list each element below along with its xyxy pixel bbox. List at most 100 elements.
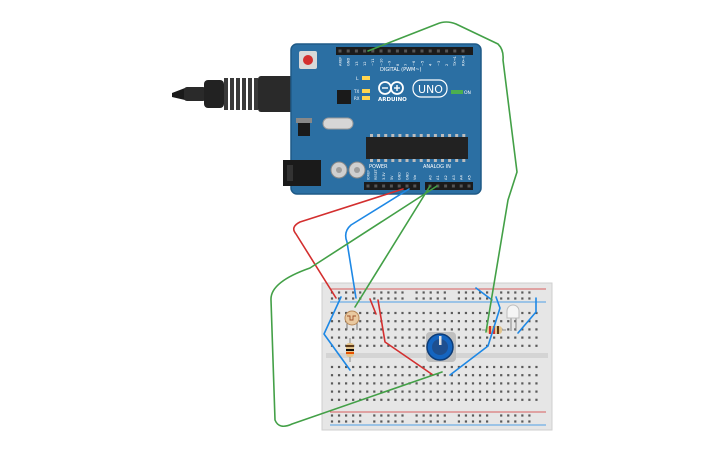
digital-pin-hole[interactable] [371, 49, 375, 53]
breadboard-hole[interactable] [443, 374, 446, 377]
breadboard-hole[interactable] [514, 365, 517, 369]
breadboard-hole[interactable] [528, 328, 531, 331]
breadboard-hole[interactable] [373, 291, 376, 294]
breadboard-hole[interactable] [450, 390, 453, 393]
breadboard-hole[interactable] [450, 398, 453, 401]
breadboard-hole[interactable] [366, 320, 369, 323]
breadboard-hole[interactable] [373, 374, 376, 377]
breadboard-hole[interactable] [401, 398, 404, 401]
breadboard-hole[interactable] [514, 390, 517, 393]
breadboard-hole[interactable] [387, 311, 390, 315]
breadboard-hole[interactable] [500, 382, 503, 385]
breadboard-hole[interactable] [415, 382, 418, 385]
power-pin-hole[interactable] [389, 184, 393, 188]
breadboard-hole[interactable] [521, 297, 524, 300]
breadboard-hole[interactable] [528, 374, 531, 377]
breadboard-hole[interactable] [486, 382, 489, 385]
breadboard-hole[interactable] [380, 365, 383, 369]
breadboard-hole[interactable] [443, 390, 446, 393]
breadboard-hole[interactable] [443, 297, 446, 300]
breadboard-hole[interactable] [401, 328, 404, 331]
breadboard-hole[interactable] [373, 336, 376, 339]
breadboard-hole[interactable] [373, 420, 376, 423]
breadboard-hole[interactable] [387, 297, 390, 300]
breadboard-hole[interactable] [457, 336, 460, 339]
breadboard-hole[interactable] [408, 390, 411, 393]
breadboard-hole[interactable] [493, 365, 496, 369]
breadboard-hole[interactable] [359, 320, 362, 323]
breadboard-hole[interactable] [401, 374, 404, 377]
breadboard-hole[interactable] [514, 398, 517, 401]
breadboard-hole[interactable] [486, 297, 489, 300]
breadboard-hole[interactable] [486, 420, 489, 423]
breadboard-hole[interactable] [521, 291, 524, 294]
breadboard-hole[interactable] [443, 420, 446, 423]
breadboard-hole[interactable] [443, 382, 446, 385]
breadboard-hole[interactable] [464, 328, 468, 331]
breadboard-hole[interactable] [387, 344, 390, 347]
breadboard-hole[interactable] [352, 420, 355, 423]
wire-a1-to-pot[interactable] [270, 185, 443, 428]
breadboard-hole[interactable] [493, 374, 496, 377]
digital-pin-hole[interactable] [363, 49, 367, 53]
breadboard-hole[interactable] [507, 328, 510, 331]
breadboard-hole[interactable] [401, 291, 404, 294]
breadboard-hole[interactable] [387, 398, 390, 401]
breadboard-hole[interactable] [366, 328, 369, 331]
breadboard-hole[interactable] [478, 336, 482, 339]
breadboard-hole[interactable] [394, 414, 397, 417]
breadboard-hole[interactable] [464, 320, 468, 323]
breadboard-hole[interactable] [330, 398, 334, 401]
digital-pin-hole[interactable] [338, 49, 342, 53]
digital-pin-hole[interactable] [453, 49, 457, 53]
breadboard-hole[interactable] [366, 390, 369, 393]
breadboard-hole[interactable] [486, 374, 489, 377]
breadboard-hole[interactable] [415, 344, 418, 347]
breadboard-hole[interactable] [352, 291, 355, 294]
breadboard-hole[interactable] [486, 398, 489, 401]
breadboard-hole[interactable] [359, 365, 362, 369]
breadboard-hole[interactable] [471, 420, 475, 423]
breadboard-hole[interactable] [401, 382, 404, 385]
breadboard-hole[interactable] [429, 365, 432, 369]
breadboard-hole[interactable] [408, 374, 411, 377]
breadboard-hole[interactable] [401, 336, 404, 339]
analog-pin-hole[interactable] [467, 184, 471, 188]
breadboard-hole[interactable] [330, 297, 334, 300]
breadboard-hole[interactable] [521, 365, 524, 369]
breadboard-hole[interactable] [359, 291, 362, 294]
breadboard-hole[interactable] [478, 365, 482, 369]
breadboard-hole[interactable] [337, 365, 341, 369]
breadboard-hole[interactable] [535, 374, 538, 377]
breadboard-hole[interactable] [373, 320, 376, 323]
digital-pin-hole[interactable] [445, 49, 449, 53]
breadboard-hole[interactable] [471, 320, 475, 323]
breadboard-hole[interactable] [493, 382, 496, 385]
breadboard-hole[interactable] [408, 328, 411, 331]
breadboard-hole[interactable] [401, 420, 404, 423]
breadboard-hole[interactable] [464, 398, 468, 401]
breadboard-hole[interactable] [408, 365, 411, 369]
wire-a0-to-photoresistor[interactable] [354, 185, 431, 308]
breadboard-hole[interactable] [521, 374, 524, 377]
breadboard-hole[interactable] [352, 365, 355, 369]
breadboard-hole[interactable] [394, 291, 397, 294]
breadboard-hole[interactable] [394, 344, 397, 347]
breadboard-hole[interactable] [443, 291, 446, 294]
breadboard-hole[interactable] [493, 311, 496, 315]
breadboard-hole[interactable] [500, 311, 503, 315]
breadboard-hole[interactable] [514, 382, 517, 385]
breadboard-hole[interactable] [514, 320, 517, 323]
breadboard-hole[interactable] [345, 382, 348, 385]
breadboard-hole[interactable] [387, 365, 390, 369]
breadboard-hole[interactable] [471, 291, 475, 294]
breadboard-hole[interactable] [471, 390, 475, 393]
breadboard-hole[interactable] [337, 336, 341, 339]
breadboard-hole[interactable] [401, 320, 404, 323]
breadboard-hole[interactable] [521, 328, 524, 331]
breadboard-hole[interactable] [422, 374, 425, 377]
breadboard-hole[interactable] [478, 382, 482, 385]
breadboard-hole[interactable] [337, 291, 341, 294]
breadboard-hole[interactable] [422, 297, 425, 300]
